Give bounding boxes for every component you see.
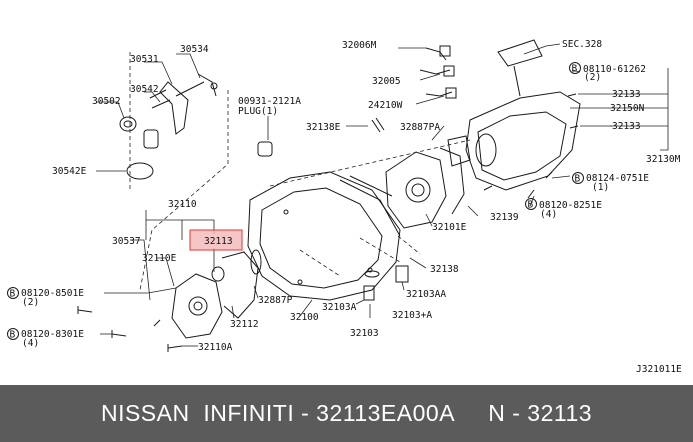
clutch-housing	[247, 171, 401, 301]
extension-housing	[465, 39, 581, 191]
svg-text:B: B	[528, 200, 534, 211]
diagram-reference-code: J321011E	[636, 364, 682, 375]
bolt-marker-08120-8251e	[525, 198, 537, 210]
label-30542e: 30542E	[52, 166, 87, 177]
label-00931-2121a: 00931-2121A	[238, 96, 301, 107]
label-32139: 32139	[490, 212, 519, 223]
label-qty-2a: (2)	[22, 297, 39, 308]
label-30537: 30537	[112, 236, 141, 247]
bolt-marker-08110-61262	[569, 62, 581, 74]
label-qty-4a: (4)	[22, 338, 39, 349]
label-32110e: 32110E	[142, 253, 177, 264]
label-32005: 32005	[372, 76, 401, 87]
bolt-marker-08120-8301e	[7, 328, 19, 340]
label-32133a: 32133	[612, 89, 641, 100]
exploded-parts-diagram: B B B B B 30534 30531 30542 30502 30542E…	[7, 39, 682, 375]
label-08120-8301e: 08120-8301E	[21, 329, 84, 340]
label-32150n: 32150N	[610, 103, 645, 114]
svg-text:B: B	[10, 289, 16, 300]
label-30534: 30534	[180, 44, 209, 55]
label-qty-1: (1)	[592, 182, 609, 193]
label-32101e: 32101E	[432, 222, 467, 233]
adapter-plate	[385, 147, 465, 229]
label-30531: 30531	[130, 54, 159, 65]
part-labels: 30534 30531 30542 30502 30542E 32110 305…	[21, 39, 682, 375]
bolts	[77, 93, 579, 352]
bolt-markers: B B B B B	[7, 62, 584, 341]
label-32113: 32113	[204, 236, 233, 247]
highlight-32113	[189, 229, 243, 251]
label-24210w: 24210W	[368, 100, 403, 111]
part-info-text: NISSAN INFINITI - 32113EA00A N - 32113	[100, 400, 593, 426]
part-info-banner: NISSAN INFINITI - 32113EA00A N - 32113	[0, 385, 693, 442]
bolt-marker-08120-8501e	[7, 287, 19, 299]
bolt-marker-08124-0751e	[572, 172, 584, 184]
label-32138e: 32138E	[306, 122, 341, 133]
label-30502: 30502	[92, 96, 121, 107]
svg-text:B: B	[10, 330, 16, 341]
label-32887pa: 32887PA	[400, 122, 440, 133]
label-32103plusa: 32103+A	[392, 310, 432, 321]
label-qty-4b: (4)	[540, 209, 557, 220]
label-32133b: 32133	[612, 121, 641, 132]
label-32006m: 32006M	[342, 40, 377, 51]
label-32110: 32110	[168, 199, 197, 210]
label-08110-61262: 08110-61262	[583, 64, 646, 75]
svg-text:B: B	[575, 174, 581, 185]
leader-lines	[96, 43, 669, 347]
label-sec328: SEC.328	[562, 39, 602, 50]
svg-text:B: B	[572, 64, 578, 75]
small-parts	[257, 45, 471, 301]
label-32138: 32138	[430, 264, 459, 275]
front-cover	[171, 249, 262, 339]
label-30542: 30542	[130, 84, 159, 95]
label-08120-8501e: 08120-8501E	[21, 288, 84, 299]
label-08120-8251e: 08120-8251E	[539, 200, 602, 211]
label-08124-0751e: 08124-0751E	[586, 173, 649, 184]
shift-fork-group	[119, 73, 218, 180]
label-32130m: 32130M	[646, 154, 681, 165]
label-32100: 32100	[290, 312, 319, 323]
label-qty-2b: (2)	[584, 72, 601, 83]
label-32103aa: 32103AA	[406, 289, 446, 300]
label-32103: 32103	[350, 328, 379, 339]
label-32110a: 32110A	[198, 342, 233, 353]
label-32887p: 32887P	[258, 295, 293, 306]
label-32112: 32112	[230, 319, 259, 330]
label-plug: PLUG(1)	[238, 106, 278, 117]
label-32103a: 32103A	[322, 302, 357, 313]
